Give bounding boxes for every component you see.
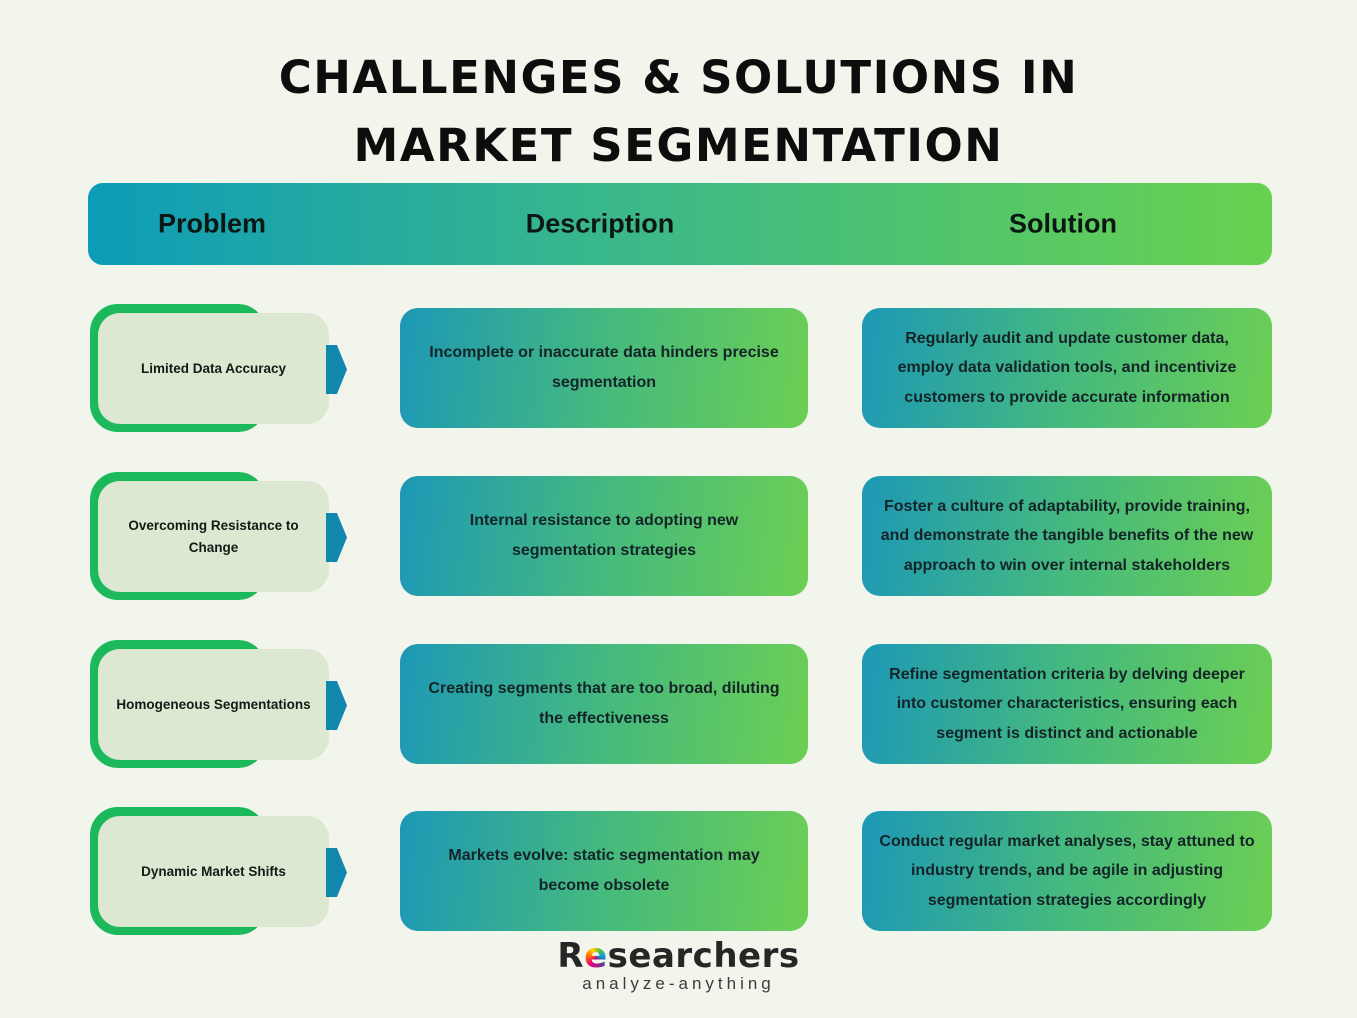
solution-cell: Conduct regular market analyses, stay at…	[862, 811, 1272, 931]
page-title-line-2: MARKET SEGMENTATION	[353, 118, 1004, 172]
solution-text: Regularly audit and update customer data…	[897, 329, 1237, 406]
table-row: Dynamic Market Shifts Markets evolve: st…	[88, 807, 1272, 939]
solution-cell: Regularly audit and update customer data…	[862, 308, 1272, 428]
column-header-problem: Problem	[157, 208, 267, 239]
description-text: Internal resistance to adopting new segm…	[469, 511, 739, 559]
arrow-right-icon	[326, 513, 347, 562]
problem-label: Dynamic Market Shifts	[141, 863, 286, 879]
problem-cell: Limited Data Accuracy	[98, 313, 329, 424]
description-text: Creating segments that are too broad, di…	[428, 679, 780, 727]
column-header-description: Description	[525, 208, 675, 239]
table-header-bar: Problem Description Solution	[88, 183, 1272, 265]
description-text: Incomplete or inaccurate data hinders pr…	[429, 343, 779, 391]
problem-cell: Homogeneous Segmentations	[98, 649, 329, 760]
table-row: Limited Data Accuracy Incomplete or inac…	[88, 304, 1272, 436]
arrow-right-icon	[326, 345, 347, 394]
column-header-solution: Solution	[1009, 208, 1117, 239]
problem-label: Overcoming Resistance to Change	[128, 517, 299, 555]
arrow-right-icon	[326, 848, 347, 897]
problem-label: Homogeneous Segmentations	[116, 696, 311, 712]
brand-logo-rest: searchers	[607, 936, 800, 976]
solution-text: Conduct regular market analyses, stay at…	[879, 832, 1255, 909]
description-cell: Creating segments that are too broad, di…	[400, 644, 808, 764]
brand-logo: Researchers	[0, 936, 1357, 976]
problem-label: Limited Data Accuracy	[140, 360, 287, 376]
solution-cell: Refine segmentation criteria by delving …	[862, 644, 1272, 764]
solution-text: Refine segmentation criteria by delving …	[889, 665, 1245, 742]
page-title: CHALLENGES & SOLUTIONS IN MARKET SEGMENT…	[0, 44, 1357, 179]
arrow-right-icon	[326, 681, 347, 730]
problem-cell: Overcoming Resistance to Change	[98, 481, 329, 592]
problem-cell: Dynamic Market Shifts	[98, 816, 329, 927]
description-text: Markets evolve: static segmentation may …	[448, 846, 760, 894]
brand-logo-r: R	[557, 936, 585, 976]
description-cell: Incomplete or inaccurate data hinders pr…	[400, 308, 808, 428]
table-row: Homogeneous Segmentations Creating segme…	[88, 640, 1272, 772]
solution-text: Foster a culture of adaptability, provid…	[880, 497, 1254, 574]
brand-tagline: analyze-anything	[582, 974, 775, 993]
table-row: Overcoming Resistance to Change Internal…	[88, 472, 1272, 604]
page-title-line-1: CHALLENGES & SOLUTIONS IN	[278, 51, 1079, 104]
solution-cell: Foster a culture of adaptability, provid…	[862, 476, 1272, 596]
description-cell: Markets evolve: static segmentation may …	[400, 811, 808, 931]
brand-logo-colorful-e-icon: e	[584, 936, 608, 976]
description-cell: Internal resistance to adopting new segm…	[400, 476, 808, 596]
